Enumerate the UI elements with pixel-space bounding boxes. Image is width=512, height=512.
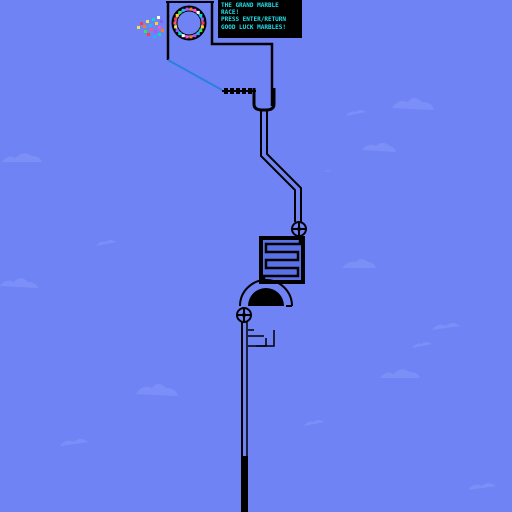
cloud [432,323,460,330]
title-panel: THE GRAND MARBLE RACE! PRESS ENTER/RETUR… [218,0,302,38]
title-line: THE GRAND MARBLE [221,2,279,9]
cloud [324,170,332,172]
marble [175,29,179,33]
marble [181,8,185,12]
marble [189,35,193,39]
marble [173,21,177,25]
upper-spinner [291,221,307,237]
marble [140,22,143,25]
cloud [380,369,420,378]
marble [193,8,197,12]
marble [178,32,182,36]
marble [152,18,155,21]
marble [157,16,160,19]
marble [147,33,150,36]
marble [185,35,189,39]
marble [200,17,204,21]
title-line: PRESS ENTER/RETURN [221,16,287,24]
cloud [304,420,324,426]
marble [199,29,203,33]
cloud [0,278,38,288]
cloud [342,259,376,268]
clouds [0,98,496,490]
marble [144,30,147,33]
marble [196,10,200,14]
marble-wheel [171,5,207,41]
marble [150,28,153,31]
marble [185,7,189,11]
cloud [2,153,42,162]
marble [175,13,179,17]
cloud [346,110,366,116]
marble [174,17,178,21]
wheel-marbles [173,7,205,39]
marble [196,32,200,36]
cloud [362,143,396,152]
cloud [96,240,116,246]
marble [146,20,149,23]
marble [174,25,178,29]
half-dome [239,279,293,307]
main-chute [260,110,302,222]
marble [160,20,163,23]
marble [200,25,204,29]
marble [158,33,161,36]
marble [154,30,157,33]
title-line: RACE! [221,9,240,17]
marble [143,25,146,28]
marble [178,10,182,14]
cloud [468,483,496,490]
cloud [412,342,432,348]
funnel-cup [252,88,276,112]
marble [181,34,185,38]
marble [199,13,203,17]
start-box [166,1,274,106]
marble [153,35,156,38]
marble [137,26,140,29]
marble [149,24,152,27]
marble [201,21,205,25]
lower-spinner [236,307,252,323]
marble [158,26,161,29]
chain-segment [222,88,256,94]
marble [193,34,197,38]
blue-ramp [167,59,223,91]
marble-wheel-inner [176,10,202,36]
cloud [60,439,88,446]
marble-cluster [137,16,164,38]
start-box-frame [210,2,274,106]
title-line: GOOD LUCK MARBLES! [221,23,287,31]
marble [189,7,193,11]
final-tube [241,322,248,512]
marble [155,22,158,25]
zigzag-maze [259,236,305,284]
marble [161,29,164,32]
gate-structure [248,329,275,347]
cloud [136,384,178,396]
cloud [392,98,434,110]
